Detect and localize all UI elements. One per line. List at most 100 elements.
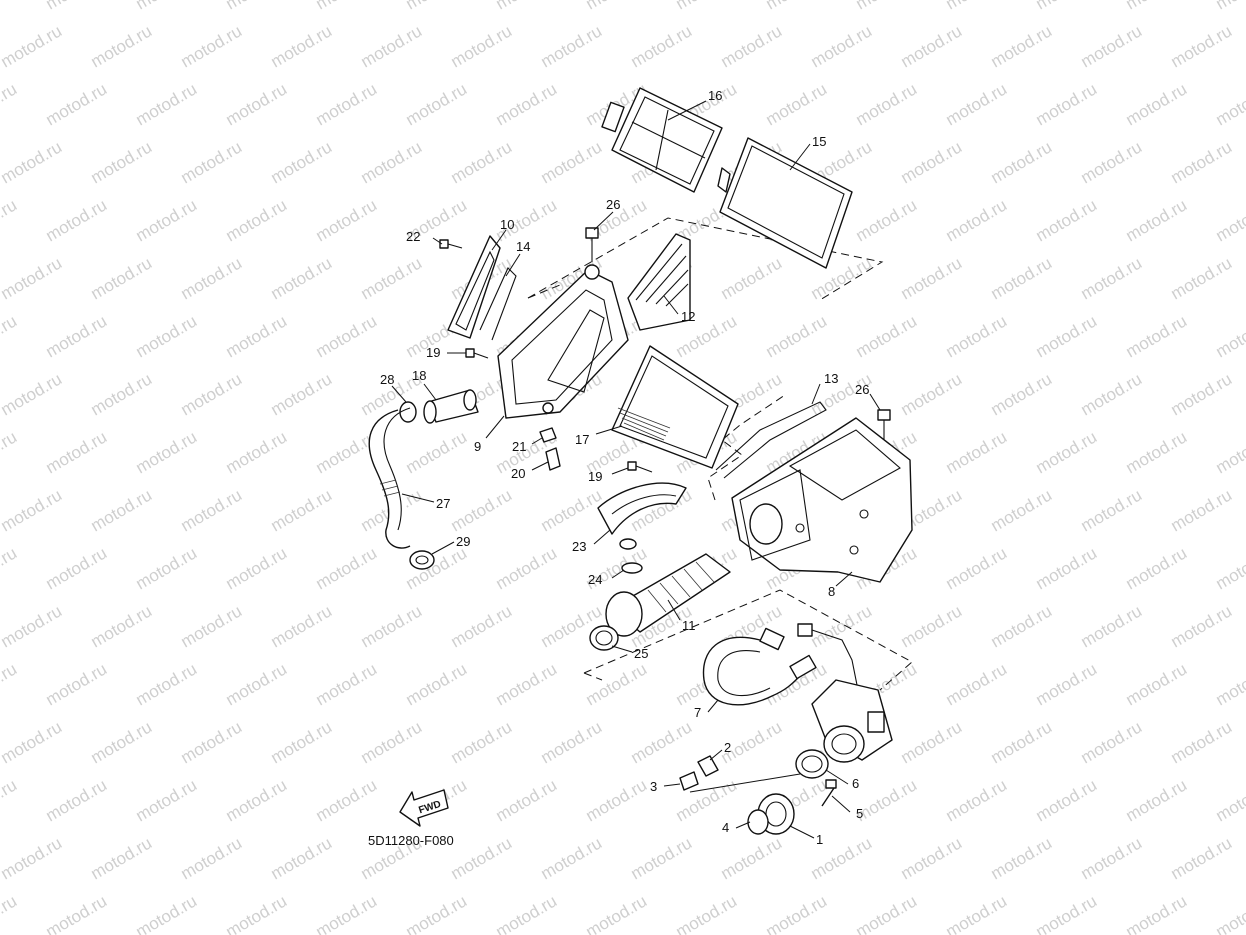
- part-14-seal: [479, 267, 517, 341]
- part-16-filter-frame: [601, 87, 723, 193]
- watermark-text: motod.ru: [88, 369, 156, 419]
- watermark-text: motod.ru: [268, 833, 336, 883]
- watermark-text: motod.ru: [1213, 891, 1246, 935]
- watermark-text: motod.ru: [178, 369, 246, 419]
- watermark-text: motod.ru: [0, 833, 65, 883]
- callout-27: 27: [436, 496, 450, 511]
- part-25-clamp: [589, 625, 619, 651]
- watermark-text: motod.ru: [493, 659, 561, 709]
- watermark-text: motod.ru: [628, 21, 696, 71]
- watermark-text: motod.ru: [0, 601, 65, 651]
- watermark-text: motod.ru: [583, 775, 651, 825]
- watermark-text: motod.ru: [223, 0, 291, 13]
- watermark-text: motod.ru: [43, 427, 111, 477]
- watermark-text: motod.ru: [313, 311, 381, 361]
- watermark-text: motod.ru: [0, 485, 65, 535]
- part-21-clip: [539, 427, 557, 443]
- part-throttle-body: [811, 679, 893, 763]
- assembly-guides: [527, 217, 913, 691]
- watermark-text: motod.ru: [1033, 775, 1101, 825]
- watermark-text: motod.ru: [268, 485, 336, 535]
- watermark-text: motod.ru: [1123, 659, 1191, 709]
- watermark-text: motod.ru: [178, 137, 246, 187]
- callout-20: 20: [511, 466, 525, 481]
- watermark-text: motod.ru: [223, 427, 291, 477]
- callout-11: 11: [682, 618, 696, 633]
- part-23-duct-cover: [597, 482, 687, 535]
- watermark-text: motod.ru: [1033, 79, 1101, 129]
- watermark-text: motod.ru: [763, 891, 831, 935]
- callout-9: 9: [474, 439, 481, 454]
- watermark-text: motod.ru: [1168, 485, 1236, 535]
- watermark-text: motod.ru: [178, 21, 246, 71]
- part-26-bolt-upper: [585, 227, 599, 262]
- callout-labels: 16 15 26 10 22 14 12 19 28 18 9 21 17 20…: [380, 88, 869, 847]
- watermark-text: motod.ru: [133, 79, 201, 129]
- part-sensor-wire: [797, 623, 859, 691]
- watermark-text: motod.ru: [1078, 137, 1146, 187]
- watermark-text: motod.ru: [1213, 0, 1246, 13]
- callout-26-upper: 26: [606, 197, 620, 212]
- watermark-text: motod.ru: [268, 253, 336, 303]
- watermark-text: motod.ru: [493, 775, 561, 825]
- watermark-text: motod.ru: [1123, 543, 1191, 593]
- watermark-text: motod.ru: [583, 0, 651, 13]
- watermark-text: motod.ru: [853, 891, 921, 935]
- watermark-text: motod.ru: [403, 659, 471, 709]
- watermark-text: motod.ru: [1033, 427, 1101, 477]
- watermark-text: motod.ru: [718, 833, 786, 883]
- watermark-text: motod.ru: [313, 775, 381, 825]
- part-4-oring: [747, 809, 769, 835]
- part-11-intake-duct: [605, 553, 731, 637]
- watermark-text: motod.ru: [943, 195, 1011, 245]
- part-6-clamp: [795, 749, 829, 779]
- watermark-text: motod.ru: [0, 253, 65, 303]
- watermark-text: motod.ru: [88, 253, 156, 303]
- watermark-text: motod.ru: [223, 311, 291, 361]
- callout-22: 22: [406, 229, 420, 244]
- watermark-text: motod.ru: [88, 717, 156, 767]
- watermark-text: motod.ru: [853, 195, 921, 245]
- part-28-clamp: [399, 401, 417, 423]
- watermark-text: motod.ru: [223, 543, 291, 593]
- watermark-text: motod.ru: [808, 601, 876, 651]
- watermark-text: motod.ru: [133, 543, 201, 593]
- watermark-text: motod.ru: [403, 0, 471, 13]
- watermark-text: motod.ru: [1033, 195, 1101, 245]
- watermark-text: motod.ru: [43, 659, 111, 709]
- part-2-cap: [697, 755, 719, 777]
- callout-21: 21: [512, 439, 526, 454]
- watermark-text: motod.ru: [1213, 311, 1246, 361]
- watermark-text: motod.ru: [43, 311, 111, 361]
- watermark-text: motod.ru: [943, 543, 1011, 593]
- watermark-text: motod.ru: [223, 891, 291, 935]
- watermark-text: motod.ru: [133, 0, 201, 13]
- part-12-intake-element: [627, 233, 691, 331]
- watermark-text: motod.ru: [943, 311, 1011, 361]
- watermark-text: motod.ru: [178, 601, 246, 651]
- watermark-text: motod.ru: [538, 137, 606, 187]
- watermark-text: motod.ru: [268, 137, 336, 187]
- watermark-text: motod.ru: [1123, 195, 1191, 245]
- watermark-text: motod.ru: [1033, 543, 1101, 593]
- watermark-text: motod.ru: [628, 833, 696, 883]
- watermark-text: motod.ru: [988, 833, 1056, 883]
- watermark-text: motod.ru: [943, 79, 1011, 129]
- watermark-text: motod.ru: [1168, 369, 1236, 419]
- watermark-text: motod.ru: [88, 485, 156, 535]
- watermark-text: motod.ru: [988, 601, 1056, 651]
- watermark-text: motod.ru: [538, 21, 606, 71]
- watermark-text: motod.ru: [88, 601, 156, 651]
- watermark-text: motod.ru: [0, 0, 20, 13]
- watermark-text: motod.ru: [943, 427, 1011, 477]
- watermark-text: motod.ru: [133, 427, 201, 477]
- watermark-text: motod.ru: [223, 775, 291, 825]
- watermark-text: motod.ru: [898, 137, 966, 187]
- watermark-text: motod.ru: [943, 659, 1011, 709]
- watermark-text: motod.ru: [898, 717, 966, 767]
- watermark-text: motod.ru: [313, 891, 381, 935]
- watermark-text: motod.ru: [1213, 543, 1246, 593]
- watermark-text: motod.ru: [1078, 253, 1146, 303]
- watermark-text: motod.ru: [1213, 427, 1246, 477]
